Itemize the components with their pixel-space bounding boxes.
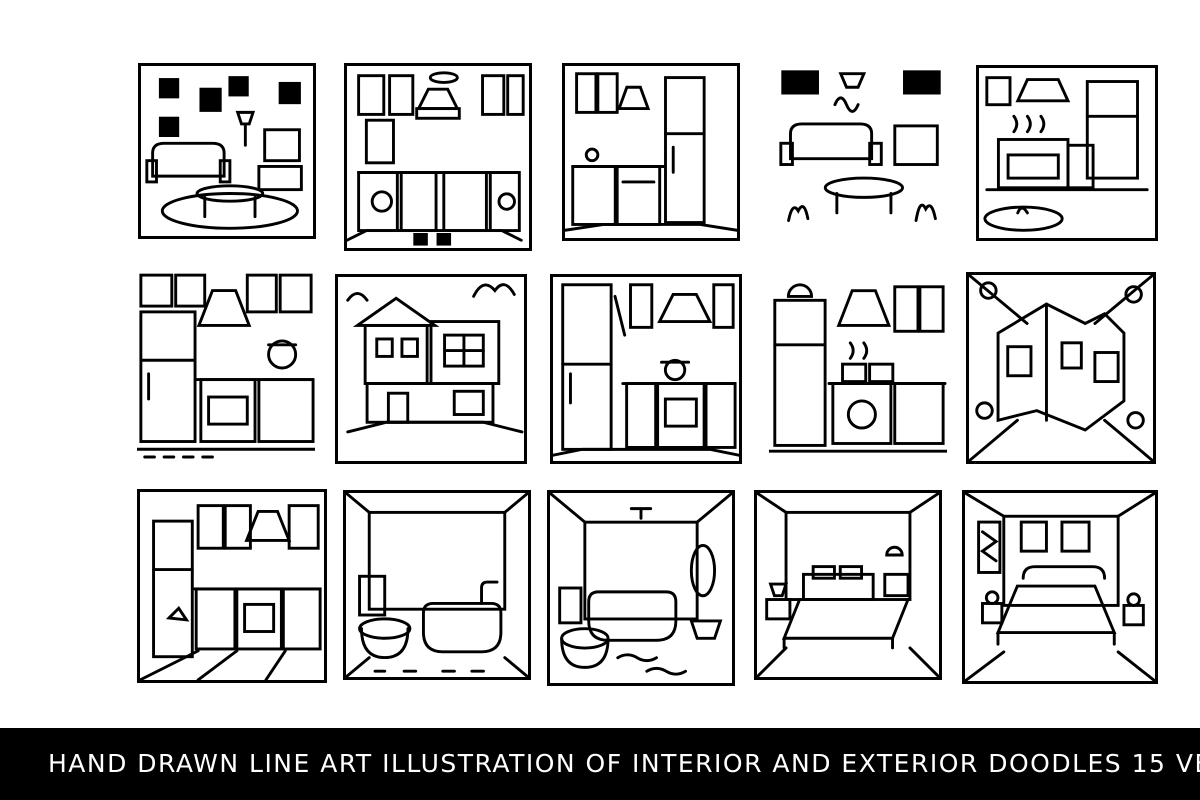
- sofa-icon: [779, 70, 941, 222]
- illustration-kitchen-2: [562, 63, 740, 241]
- illustration-house-exterior-2: [966, 272, 1156, 464]
- bathtub-icon: [550, 493, 732, 676]
- kitchen-icon: [137, 273, 315, 459]
- illustration-kitchen-1: [344, 63, 532, 251]
- illustration-bedroom-2: [962, 490, 1158, 684]
- illustration-kitchen-6: [766, 274, 950, 464]
- kitchen-icon: [983, 76, 1149, 232]
- illustration-living-room-2: [768, 63, 954, 239]
- illustration-kitchen-4: [134, 270, 318, 466]
- sofa-icon: [145, 76, 303, 230]
- bed-icon: [965, 493, 1155, 681]
- house-icon: [346, 283, 524, 434]
- illustration-house-exterior-1: [335, 274, 527, 464]
- illustration-living-room-1: [138, 63, 316, 239]
- kitchen-icon: [347, 71, 525, 246]
- kitchen-icon: [140, 504, 322, 680]
- bathtub-icon: [346, 493, 528, 677]
- illustration-kitchen-7: [137, 489, 327, 683]
- illustration-bathroom-2: [547, 490, 735, 686]
- title-banner: HAND DRAWN LINE ART ILLUSTRATION OF INTE…: [0, 728, 1200, 800]
- kitchen-icon: [565, 72, 737, 232]
- kitchen-icon: [769, 283, 947, 453]
- illustration-kitchen-5: [550, 274, 742, 464]
- illustration-kitchen-3: [976, 65, 1158, 241]
- bed-icon: [757, 493, 939, 677]
- illustration-bedroom-1: [754, 490, 942, 680]
- kitchen-icon: [553, 283, 739, 457]
- banner-title: HAND DRAWN LINE ART ILLUSTRATION OF INTE…: [48, 749, 1200, 778]
- house-icon: [969, 275, 1153, 461]
- illustration-bathroom-1: [343, 490, 531, 680]
